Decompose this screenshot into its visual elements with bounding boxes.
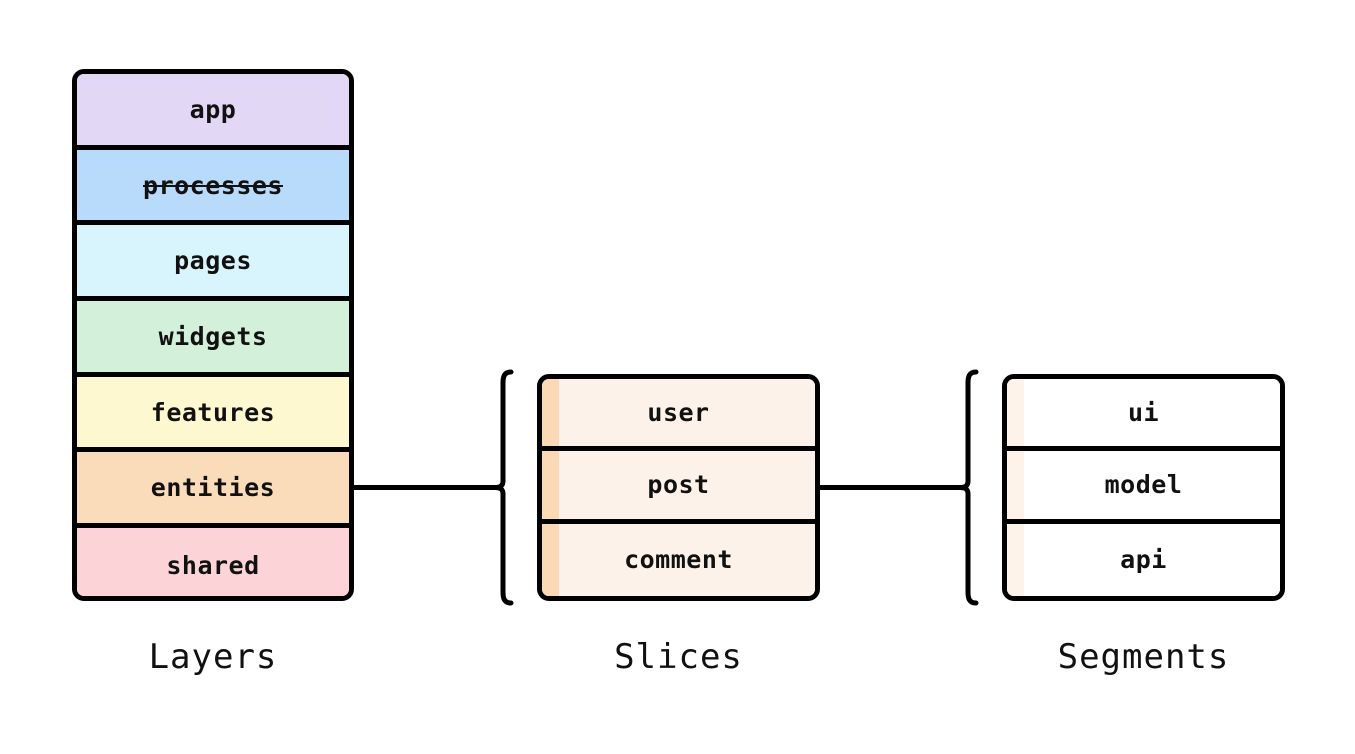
connector-layers-to-slices — [353, 485, 496, 490]
layer-label-pages: pages — [174, 246, 252, 276]
slice-label-post: post — [647, 470, 710, 500]
segment-label-model: model — [1104, 470, 1183, 500]
segment-band-api[interactable]: api — [1007, 523, 1280, 596]
layer-label-features: features — [150, 397, 276, 427]
segments-brace-icon — [957, 369, 979, 606]
layer-band-entities[interactable]: entities — [77, 452, 349, 529]
caption-layers: Layers — [148, 637, 278, 677]
layers-stack: app processes pages widgets features ent… — [72, 69, 354, 601]
slices-brace-icon — [492, 369, 514, 606]
segment-band-model[interactable]: model — [1007, 451, 1280, 524]
layer-band-shared[interactable]: shared — [77, 528, 349, 596]
slice-label-comment: comment — [624, 545, 733, 575]
layer-band-app[interactable]: app — [77, 74, 349, 150]
segment-label-ui: ui — [1127, 398, 1160, 428]
layer-band-widgets[interactable]: widgets — [77, 301, 349, 377]
layer-band-pages[interactable]: pages — [77, 225, 349, 302]
layer-band-features[interactable]: features — [77, 376, 349, 453]
segment-label-api: api — [1120, 545, 1167, 575]
slices-stack: user post comment — [537, 374, 820, 601]
slice-band-comment[interactable]: comment — [542, 523, 815, 596]
layer-label-shared: shared — [166, 551, 260, 581]
caption-segments: Segments — [1057, 637, 1230, 677]
slice-band-post[interactable]: post — [542, 451, 815, 524]
layer-label-app: app — [189, 94, 237, 124]
layer-band-processes[interactable]: processes — [77, 149, 349, 226]
segments-stack: ui model api — [1002, 374, 1285, 601]
slice-label-user: user — [647, 398, 710, 428]
segment-band-ui[interactable]: ui — [1007, 379, 1280, 452]
layer-label-widgets: widgets — [158, 321, 268, 351]
caption-slices: Slices — [614, 637, 743, 677]
layer-label-entities: entities — [150, 473, 276, 503]
slice-band-user[interactable]: user — [542, 379, 815, 452]
connector-slices-to-segments — [818, 485, 961, 490]
layer-label-processes: processes — [143, 170, 283, 200]
